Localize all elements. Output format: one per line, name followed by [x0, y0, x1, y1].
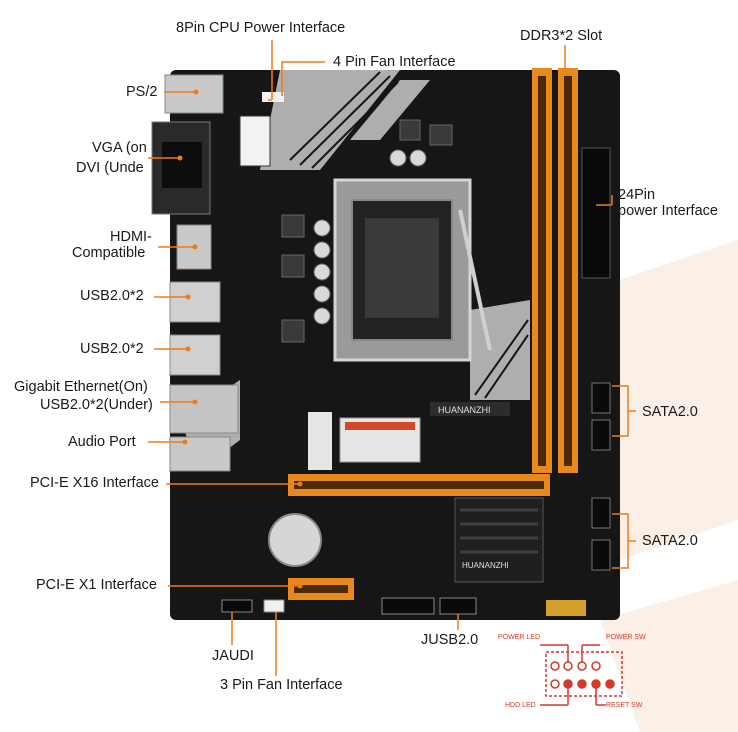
- label-sata-a: SATA2.0: [642, 404, 698, 420]
- label-vga: VGA (on: [92, 140, 147, 156]
- label-pcie16: PCI-E X16 Interface: [30, 475, 159, 491]
- label-lan-line1: Gigabit Ethernet(On): [14, 379, 148, 395]
- ram-slot-2-groove: [564, 76, 572, 466]
- callout-lines: [148, 40, 636, 676]
- label-reset-sw: RESET SW: [606, 702, 643, 709]
- ps2-port: [164, 74, 224, 114]
- label-usb-b: USB2.0*2: [80, 341, 144, 357]
- atx-24pin-connector: [581, 147, 611, 279]
- label-3pin-fan: 3 Pin Fan Interface: [220, 677, 343, 693]
- label-power-led: POWER LED: [498, 634, 541, 641]
- usb-port-b: [169, 334, 221, 376]
- vrm-components: [281, 119, 453, 343]
- vga-dvi-face: [162, 142, 202, 188]
- label-ps2: PS/2: [126, 84, 158, 100]
- front-panel-header: [546, 600, 586, 616]
- label-cpu-power: 8Pin CPU Power Interface: [176, 20, 346, 36]
- label-jusb: JUSB2.0: [421, 632, 479, 648]
- label-jaudi: JAUDI: [212, 648, 254, 664]
- jaudi-header: [221, 599, 253, 613]
- stripe-lines: [289, 71, 529, 399]
- chipset-heatsink: [454, 497, 544, 583]
- jusb-header: [439, 597, 477, 615]
- label-pcie1: PCI-E X1 Interface: [36, 577, 157, 593]
- label-lan-line2: USB2.0*2(Under): [40, 397, 153, 413]
- label-4pin-fan: 4 Pin Fan Interface: [333, 54, 456, 70]
- callout-dots: [177, 89, 303, 589]
- lpt-header: [381, 597, 435, 615]
- label-power-sw: POWER SW: [606, 634, 646, 641]
- label-usb-a: USB2.0*2: [80, 288, 144, 304]
- front-panel-pin-box: [545, 651, 623, 697]
- cmos-battery: [268, 513, 322, 567]
- m2-slot: [308, 412, 332, 470]
- ram-slot-1-groove: [538, 76, 546, 466]
- cpu-fan-header: [262, 92, 284, 102]
- label-hdmi-line2: Compatible: [72, 245, 146, 261]
- label-audio: Audio Port: [68, 434, 136, 450]
- brand-strip: [430, 402, 510, 416]
- cpu-8pin-connector: [239, 115, 271, 167]
- label-sata-b: SATA2.0: [642, 533, 698, 549]
- heatsink-fins: [460, 508, 538, 554]
- usb-port-a: [169, 281, 221, 323]
- cpu-socket-inner: [365, 218, 439, 318]
- label-hdmi-line1: HDMI-: [110, 229, 152, 245]
- sata-port-4: [591, 539, 611, 571]
- sata-port-2: [591, 419, 611, 451]
- brand-text-heatsink: HUANANZHI: [462, 561, 509, 570]
- label-dvi: DVI (Unde: [76, 160, 144, 176]
- front-panel-pins: [540, 644, 615, 706]
- sata-port-1: [591, 382, 611, 414]
- cpu-lever: [458, 209, 492, 351]
- sticker-header: [345, 422, 415, 430]
- label-24pin-line2: power Interface: [618, 203, 718, 219]
- fan3-header: [263, 599, 285, 613]
- pcie-x16-groove: [294, 481, 544, 489]
- label-24pin-line1: 24Pin: [618, 187, 656, 203]
- brand-text-top: HUANANZHI: [438, 405, 491, 415]
- label-hdd-led: HDD LED: [505, 702, 536, 709]
- label-ddr3: DDR3*2 Slot: [520, 28, 603, 44]
- lan-port: [169, 384, 239, 434]
- pcie-x1-groove: [294, 585, 348, 593]
- sata-port-3: [591, 497, 611, 529]
